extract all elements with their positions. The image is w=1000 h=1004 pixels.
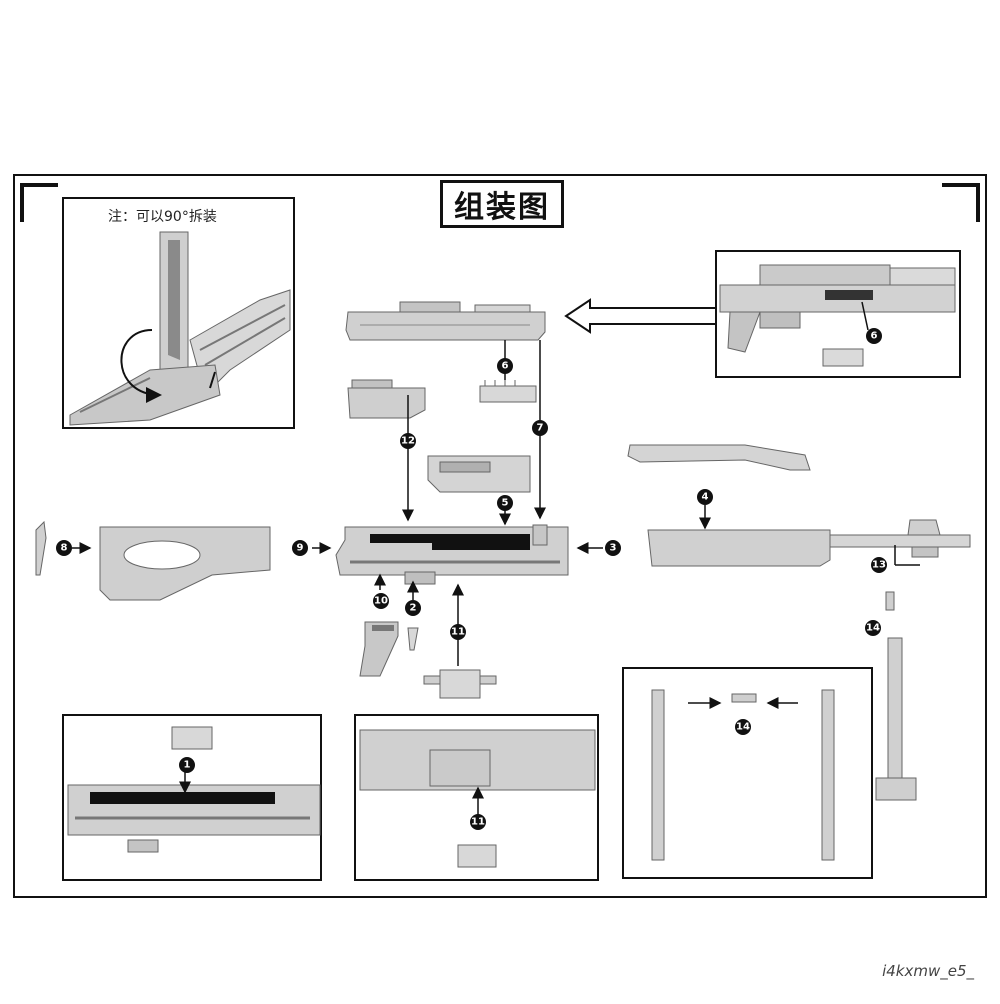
callout-11-main: 11 <box>450 624 466 640</box>
inset-bipod-legs <box>622 667 873 879</box>
callout-7: 7 <box>532 420 548 436</box>
callout-14-inset: 14 <box>735 719 751 735</box>
corner-bracket-top-left <box>20 183 58 222</box>
part-receiver <box>335 524 569 585</box>
part-4-carry-handle <box>627 444 811 471</box>
callout-11-inset: 11 <box>470 814 486 830</box>
svg-text:8: 8 <box>61 543 68 554</box>
part-11-block <box>423 669 497 699</box>
part-top-cover <box>345 301 546 341</box>
callout-8: 8 <box>56 540 72 556</box>
svg-text:10: 10 <box>374 596 388 607</box>
callout-1: 1 <box>179 757 195 773</box>
callout-3: 3 <box>605 540 621 556</box>
callout-5: 5 <box>497 495 513 511</box>
svg-text:14: 14 <box>866 623 880 634</box>
outer-frame <box>13 174 987 898</box>
watermark: i4kxmw_e5_ <box>882 962 974 980</box>
inset-receiver-part-11 <box>354 714 599 881</box>
callout-9: 9 <box>292 540 308 556</box>
svg-text:4: 4 <box>702 492 709 503</box>
part-13-14-bipod <box>875 591 917 801</box>
part-2-trigger <box>407 627 419 651</box>
part-barrel-assembly <box>647 519 971 567</box>
svg-text:6: 6 <box>871 331 878 342</box>
inset-receiver-assembled <box>715 250 961 378</box>
svg-text:6: 6 <box>502 361 509 372</box>
callout-13: 13 <box>871 557 887 573</box>
inset-receiver-part-1 <box>62 714 322 881</box>
svg-text:11: 11 <box>471 817 485 828</box>
callout-2: 2 <box>405 600 421 616</box>
inset-rotation-detail <box>62 197 295 429</box>
svg-text:14: 14 <box>736 722 750 733</box>
part-10-pistol-grip <box>359 621 399 677</box>
svg-text:12: 12 <box>401 436 415 447</box>
hollow-arrow-icon <box>564 298 717 334</box>
callout-12: 12 <box>400 433 416 449</box>
rotation-arrow-icon <box>120 329 162 403</box>
svg-text:3: 3 <box>610 543 617 554</box>
diagram-title: 组装图 <box>440 180 564 228</box>
callout-6-top-cover: 6 <box>497 358 513 374</box>
corner-bracket-top-right <box>942 183 980 222</box>
part-5-feed-tray <box>427 455 531 493</box>
callout-10: 10 <box>373 593 389 609</box>
callout-14-main: 14 <box>865 620 881 636</box>
svg-text:5: 5 <box>502 498 509 509</box>
part-12-rail <box>347 379 426 419</box>
part-6-latch <box>479 380 537 403</box>
svg-text:11: 11 <box>451 627 465 638</box>
part-stock <box>99 526 271 601</box>
svg-text:13: 13 <box>872 560 886 571</box>
callout-4: 4 <box>697 489 713 505</box>
callout-6-inset: 6 <box>866 328 882 344</box>
svg-text:2: 2 <box>410 603 417 614</box>
rotation-note: 注：可以90°拆装 <box>108 209 217 225</box>
svg-text:1: 1 <box>184 760 191 771</box>
svg-text:7: 7 <box>537 423 544 434</box>
part-8-pin <box>35 520 47 576</box>
svg-text:9: 9 <box>297 543 304 554</box>
